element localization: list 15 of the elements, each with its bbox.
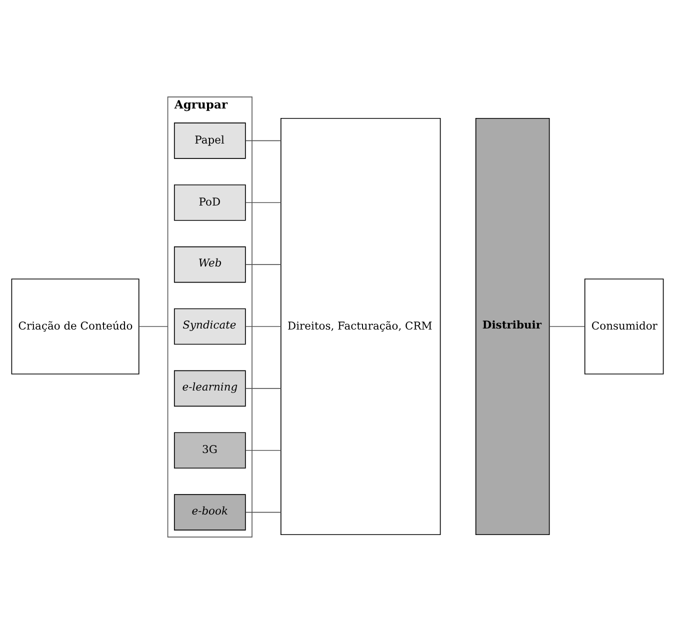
node-box: Web — [174, 246, 246, 282]
connector — [245, 202, 282, 203]
node-box: 3G — [174, 432, 246, 468]
connector — [245, 449, 282, 450]
connector — [245, 140, 282, 141]
node-box: Direitos, Facturação, CRM — [280, 117, 441, 535]
node-box: Consumidor — [584, 278, 664, 374]
node-box: e-learning — [174, 370, 246, 406]
node-box: Papel — [174, 122, 246, 158]
node-box: PoD — [174, 184, 246, 220]
node-box: Distribuir — [475, 117, 550, 535]
node-box: e-book — [174, 494, 246, 530]
node-box: Syndicate — [174, 308, 246, 344]
node-box: Criação de Conteúdo — [11, 278, 140, 374]
connector — [245, 511, 282, 512]
